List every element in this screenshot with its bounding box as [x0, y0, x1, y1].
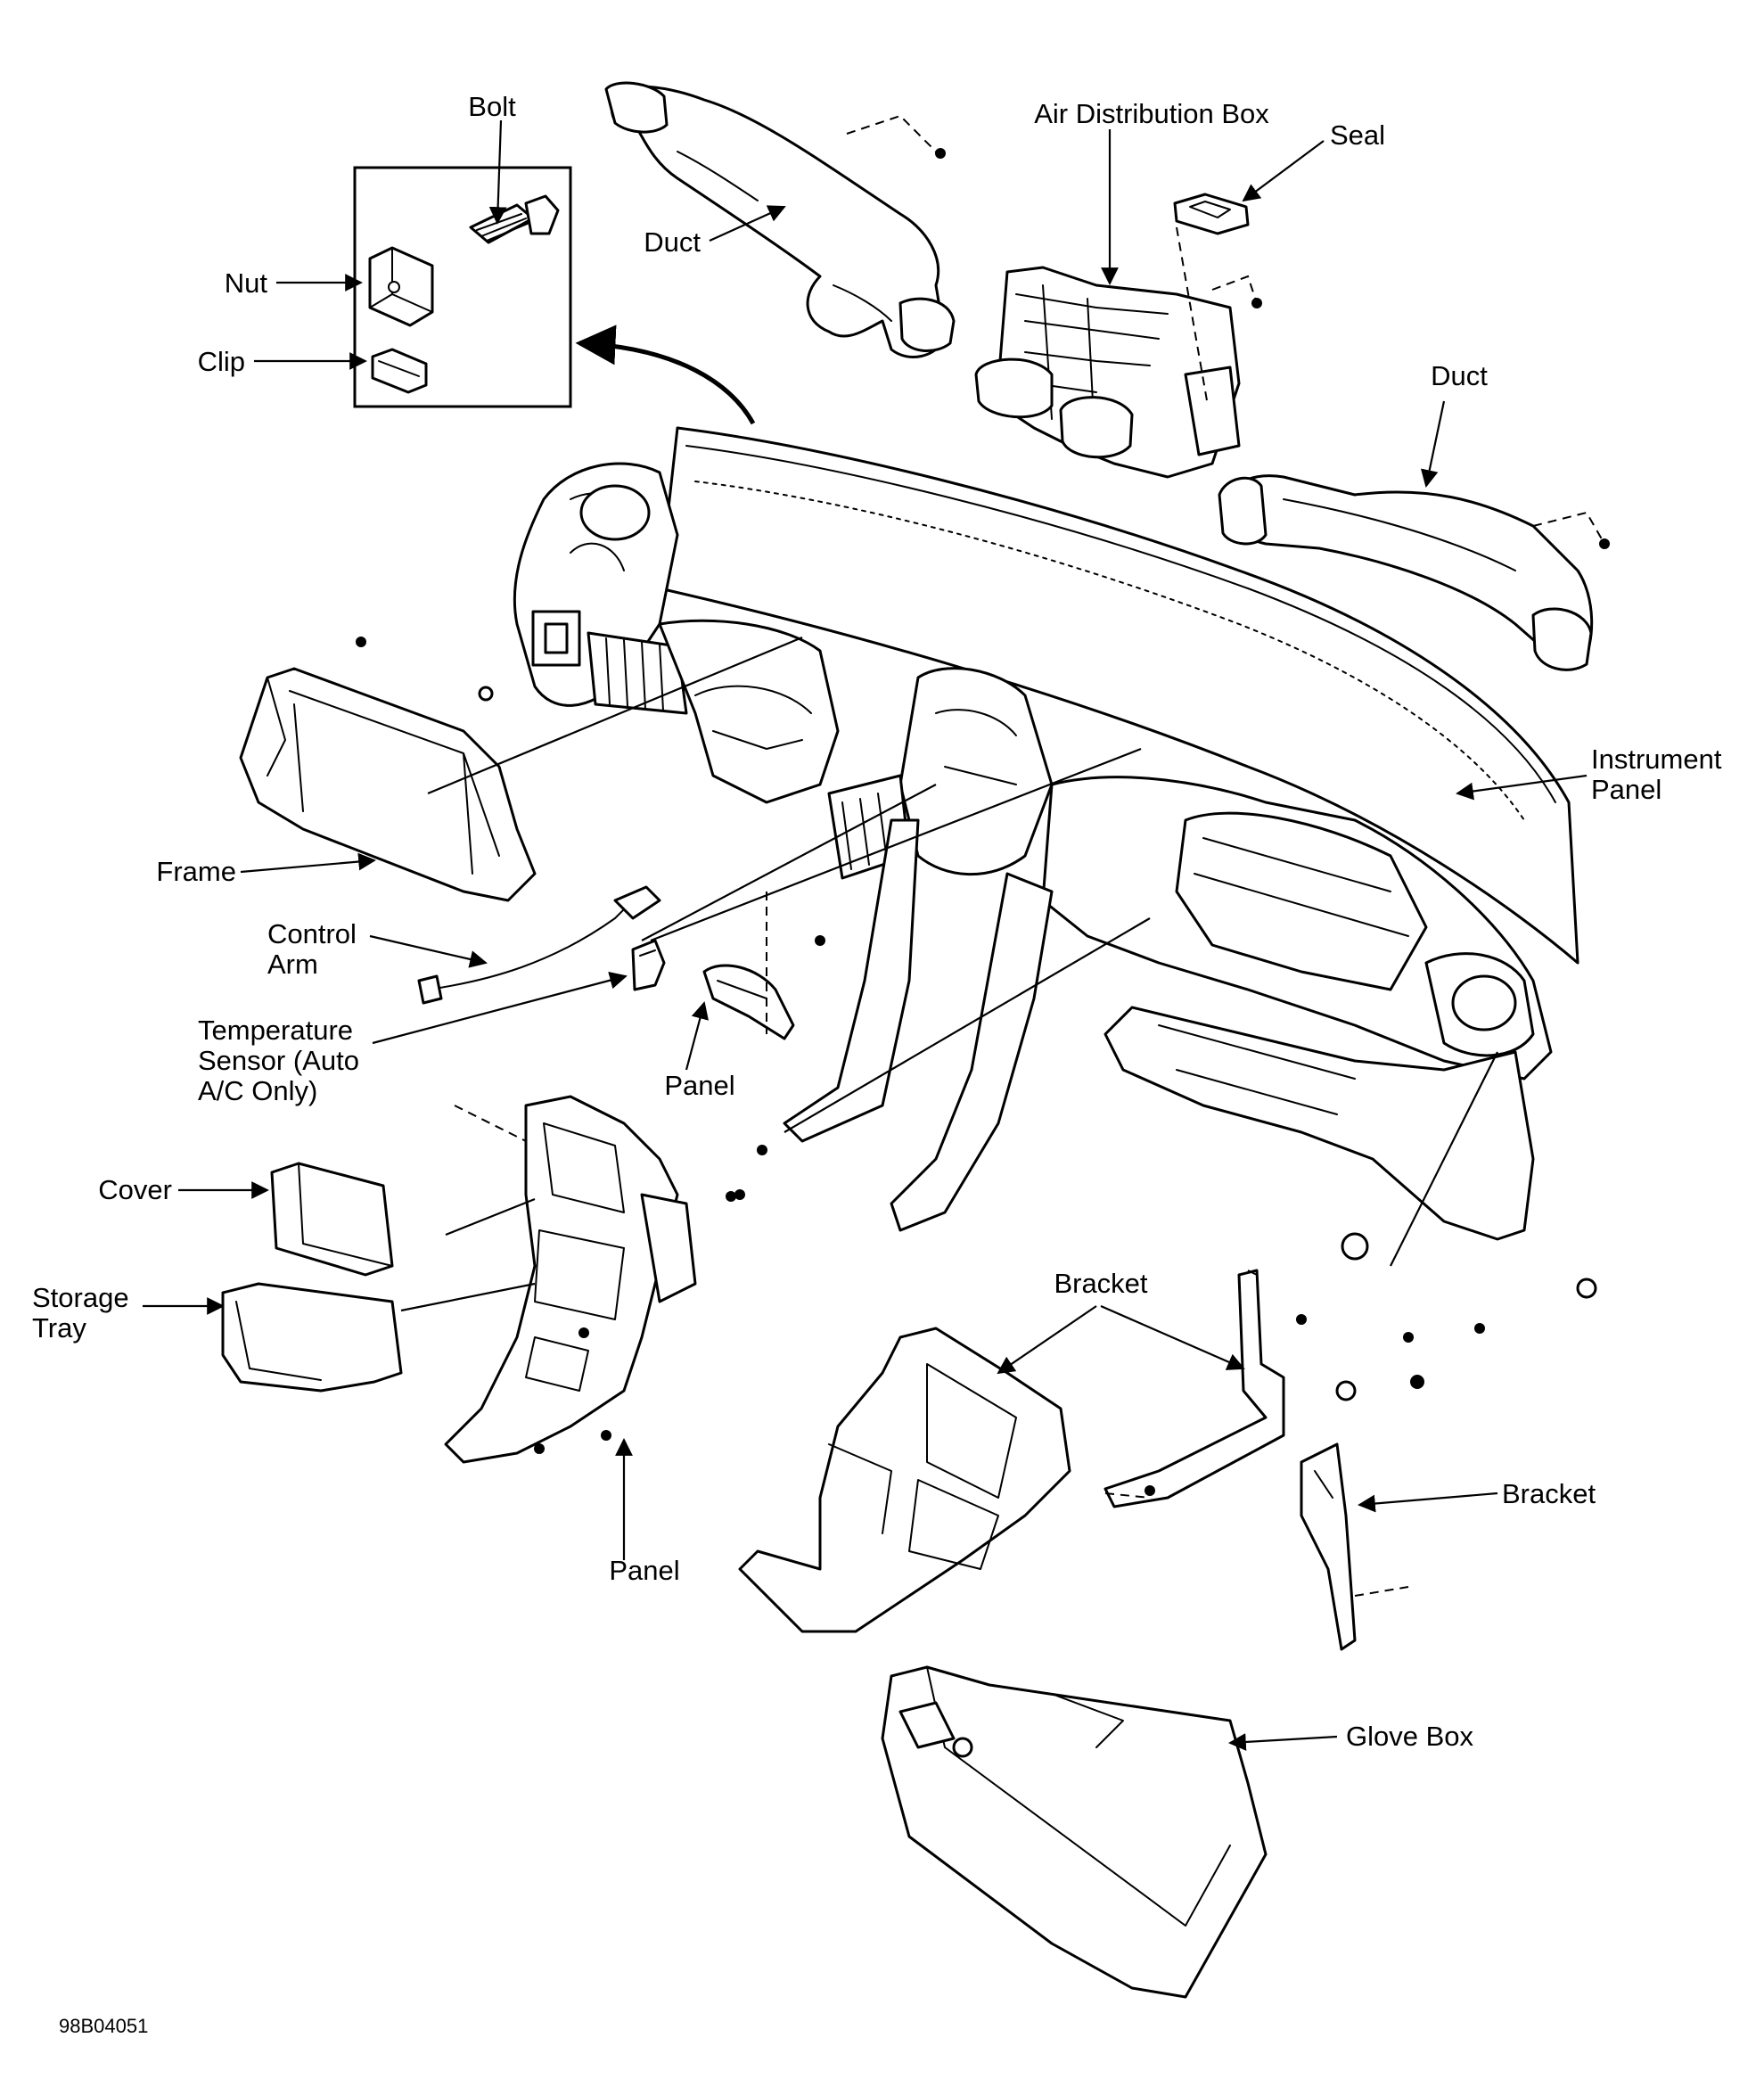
- cover-part: [270, 1162, 394, 1277]
- screws-hardware: [356, 148, 1610, 1496]
- label-bracket-right: Bracket: [1502, 1478, 1596, 1509]
- label-air-distribution-box: Air Distribution Box: [1034, 98, 1269, 129]
- center-stack-panel: [444, 1095, 697, 1464]
- instrument-panel: [513, 426, 1579, 1241]
- label-panel-lower: Panel: [609, 1555, 679, 1586]
- right-duct: [1218, 474, 1594, 671]
- control-arm-part: [417, 885, 661, 1005]
- assembly-lines: [454, 114, 1605, 1597]
- seal-part: [1173, 193, 1250, 235]
- temperature-sensor-part: [631, 939, 666, 991]
- label-panel-center: Panel: [664, 1070, 734, 1101]
- air-distribution-box: [974, 266, 1241, 479]
- label-control-arm-line1: Control: [267, 918, 357, 949]
- label-cover: Cover: [98, 1174, 172, 1205]
- label-seal: Seal: [1330, 119, 1385, 151]
- label-nut: Nut: [225, 267, 268, 299]
- label-control-arm-line2: Arm: [267, 949, 318, 980]
- label-storage-tray-line2: Tray: [32, 1312, 86, 1344]
- label-temperature-sensor-line3: A/C Only): [198, 1075, 317, 1106]
- callout-labels: Bolt Nut Clip Duct Air Distribution Box …: [32, 91, 1722, 2037]
- figure-code: 98B04051: [59, 2015, 148, 2037]
- label-instrument-panel-line2: Panel: [1591, 774, 1661, 805]
- label-temperature-sensor-line1: Temperature: [198, 1015, 353, 1046]
- label-bolt: Bolt: [468, 91, 516, 122]
- detail-pointer-arrow: [575, 325, 756, 425]
- small-panel-part: [702, 964, 795, 1040]
- center-bracket-part: [1104, 1269, 1285, 1508]
- floor-console-part: [738, 1327, 1071, 1633]
- label-bracket-center: Bracket: [1054, 1268, 1147, 1299]
- glove-box-part: [881, 1665, 1268, 1999]
- label-temperature-sensor-line2: Sensor (Auto: [198, 1045, 359, 1076]
- label-storage-tray-line1: Storage: [32, 1282, 129, 1313]
- frame-part: [239, 667, 537, 902]
- label-clip: Clip: [198, 346, 245, 377]
- label-duct-right: Duct: [1431, 360, 1488, 391]
- fastener-detail-inset: [353, 166, 572, 408]
- storage-tray-part: [221, 1282, 403, 1393]
- leader-lines: [143, 119, 1588, 1751]
- label-duct-upper: Duct: [644, 226, 701, 258]
- right-bracket-part: [1300, 1442, 1357, 1651]
- upper-duct: [604, 81, 956, 358]
- label-frame: Frame: [156, 856, 236, 887]
- label-instrument-panel-line1: Instrument: [1591, 744, 1722, 775]
- label-glove-box: Glove Box: [1346, 1721, 1474, 1752]
